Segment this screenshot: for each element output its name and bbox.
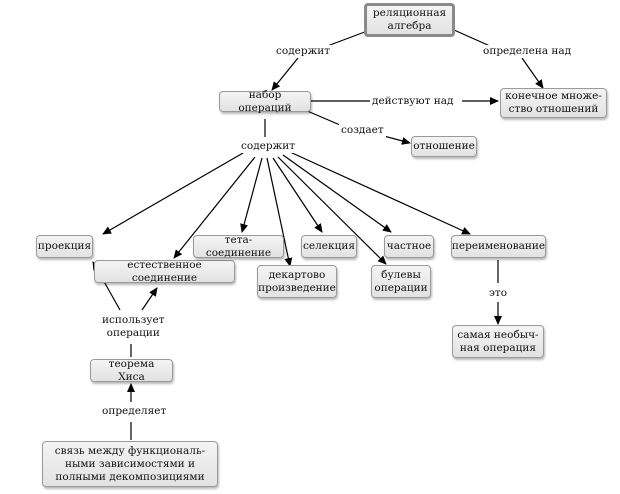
edge-uses-to-natural-join: [141, 287, 158, 311]
node-heath-theorem[interactable]: теорема Хиса: [90, 358, 173, 383]
node-relational-algebra[interactable]: реляционная алгебра: [364, 3, 455, 37]
node-cartesian-product[interactable]: декартово произведение: [257, 265, 337, 298]
node-fd-decomposition-link[interactable]: связь между функциональ- ными зависимост…: [42, 441, 218, 487]
edge-defined-to-finite: [521, 57, 544, 89]
node-boolean-operations[interactable]: булевы операции: [371, 265, 431, 298]
label-acts-on: действуют над: [370, 95, 456, 108]
node-projection[interactable]: проекция: [36, 235, 93, 258]
node-finite-relation-set[interactable]: конечное множе- ство отношений: [500, 88, 607, 118]
edge-mid-to-theta-join: [240, 157, 263, 233]
edge-mid-to-boolean: [277, 156, 387, 265]
label-contains-top: содержит: [274, 45, 333, 58]
node-operation-set[interactable]: набор операций: [219, 89, 311, 114]
label-defines: определяет: [100, 405, 169, 418]
edge-mid-to-quotient: [282, 154, 392, 233]
label-defined-over: определена над: [481, 45, 574, 58]
node-theta-join[interactable]: тета-соединение: [193, 234, 284, 259]
node-most-unusual-operation[interactable]: самая необыч- ная операция: [452, 325, 544, 358]
edge-contains-to-opset: [271, 57, 299, 91]
edge-mid-to-selection: [272, 157, 323, 233]
edge-root-to-defined: [453, 29, 491, 47]
edge-mid-to-natural-join: [173, 156, 256, 259]
label-contains-mid: содержит: [239, 140, 298, 153]
label-uses-operations: использует операции: [100, 314, 167, 340]
label-creates: создает: [339, 124, 386, 137]
edge-mid-to-projection: [102, 152, 244, 235]
edge-mid-to-cartesian: [266, 157, 293, 267]
node-natural-join[interactable]: естественное соединение: [94, 259, 235, 284]
edge-opset-to-creates: [304, 109, 341, 126]
node-rename[interactable]: переименование: [451, 235, 546, 258]
node-selection[interactable]: селекция: [301, 235, 357, 258]
edge-mid-to-rename: [289, 151, 471, 235]
node-relation[interactable]: отношение: [411, 136, 477, 157]
node-quotient[interactable]: частное: [384, 235, 434, 258]
label-is: это: [487, 287, 510, 300]
